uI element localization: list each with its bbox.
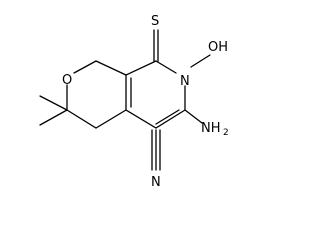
bond-c6-nh2 <box>184 109 203 124</box>
atom-oh: OH <box>208 40 228 55</box>
structure-canvas: S O OH N NH 2 N <box>39 14 229 190</box>
atom-s: S <box>151 14 159 29</box>
atom-n-nitrile: N <box>151 175 161 190</box>
bond-c6-c5 <box>155 109 186 129</box>
atom-o-ring: O <box>62 73 72 88</box>
atom-label-layer: S O OH N NH 2 N <box>62 14 229 190</box>
bond-c5-c4a <box>125 109 157 129</box>
bond-c3-me2 <box>39 109 68 126</box>
atom-nh2-subscript: 2 <box>223 128 229 138</box>
molecule-diagram: S O OH N NH 2 N <box>39 14 229 190</box>
bond-c4-c4a <box>95 109 127 129</box>
bond-c3-c4 <box>66 109 97 129</box>
bond-c1-o <box>73 60 97 74</box>
bond-c8a-c1 <box>95 60 127 76</box>
atom-n-ring: N <box>180 74 190 89</box>
bond-n-oh <box>190 54 211 68</box>
bond-layer <box>39 29 211 171</box>
bond-c6-c5-inner <box>155 109 180 125</box>
bond-c8-n <box>155 60 177 74</box>
bond-c8a-c8 <box>125 60 157 76</box>
bond-c3-me1 <box>39 95 68 111</box>
atom-nh2: NH <box>201 121 221 136</box>
